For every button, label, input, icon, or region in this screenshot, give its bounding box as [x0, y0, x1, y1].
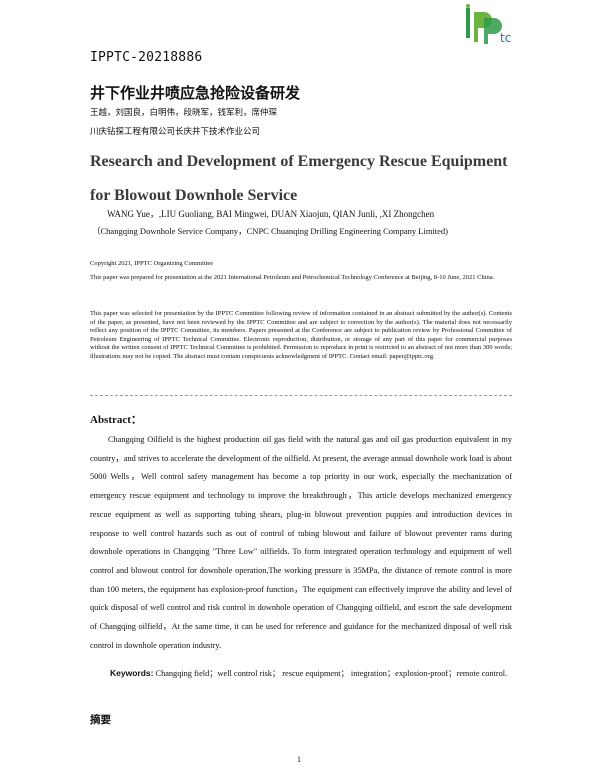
keywords-label: Keywords: — [110, 668, 154, 678]
ipptc-logo: tc — [462, 4, 520, 46]
keywords-line: Keywords: Changqing field；well control r… — [90, 664, 512, 683]
authors-chinese: 王越，刘国良，白明伟，段晓军，钱军利，席仲琛 — [90, 108, 278, 118]
keywords-text: Changqing field；well control risk； rescu… — [153, 669, 508, 678]
paper-number: IPPTC-20218886 — [90, 50, 203, 65]
abstract-chinese-heading: 摘要 — [90, 714, 111, 726]
conference-statement: This paper was prepared for presentation… — [90, 274, 495, 281]
title-chinese: 井下作业井喷应急抢险设备研发 — [90, 84, 301, 102]
section-divider — [90, 395, 512, 396]
affiliation-chinese: 川庆钻探工程有限公司长庆井下技术作业公司 — [90, 127, 261, 137]
affiliation-english: （Changqing Downhole Service Company，CNPC… — [92, 226, 449, 236]
authors-english: WANG Yue，,LIU Guoliang, BAI Mingwei, DUA… — [107, 209, 435, 219]
copyright-line: Copyright 2021, IPPTC Organizing Committ… — [90, 260, 214, 267]
svg-text:tc: tc — [500, 31, 511, 45]
title-english: Research and Development of Emergency Re… — [90, 153, 508, 204]
selection-notice: This paper was selected for presentation… — [90, 310, 512, 360]
ipptc-logo-graphic: tc — [466, 4, 511, 45]
page-number: 1 — [297, 755, 301, 764]
abstract-body: Changqing Oilfield is the highest produc… — [90, 435, 512, 650]
abstract-heading: Abstract： — [90, 414, 142, 426]
